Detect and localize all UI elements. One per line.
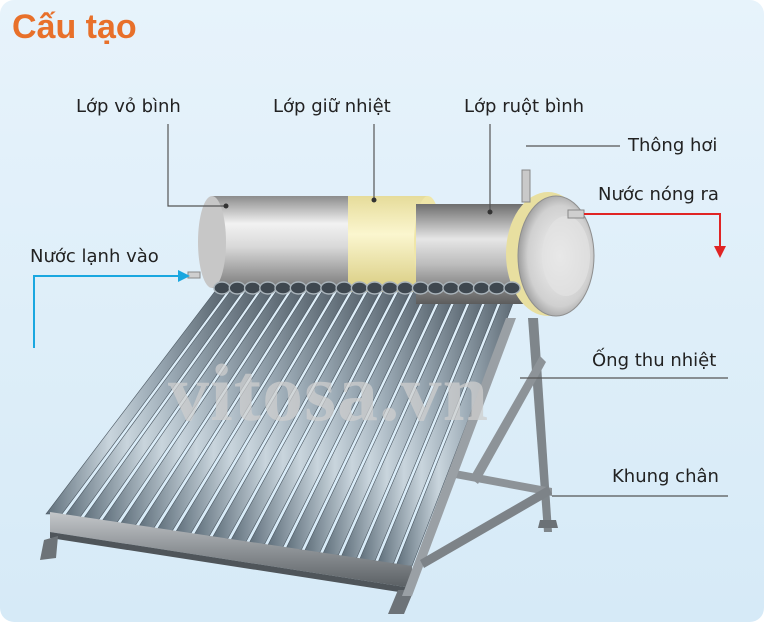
label-hot-water-out: Nước nóng ra: [598, 184, 719, 205]
frame-front: [402, 318, 552, 596]
tube-socket: [335, 281, 353, 295]
cold-water-arrow: [33, 270, 190, 348]
label-frame: Khung chân: [612, 466, 719, 487]
tube-socket: [289, 281, 308, 295]
hot-water-arrow: [584, 213, 726, 258]
leader-dots: [223, 197, 493, 215]
tube-socket: [304, 281, 323, 295]
label-cold-water-in: Nước lạnh vào: [30, 246, 159, 267]
leader-lines: [167, 124, 728, 497]
tube-socket: [381, 281, 399, 295]
tube-socket: [274, 281, 292, 295]
page-title: Cấu tạo: [12, 8, 137, 46]
tube-socket: [472, 281, 491, 295]
tube-socket: [396, 281, 414, 295]
tube-socket: [457, 281, 475, 295]
tube-socket: [426, 281, 445, 295]
tube-socket: [259, 281, 277, 295]
frame-back: [455, 318, 558, 532]
watermark: vitosa.vn: [168, 347, 490, 438]
storage-tank: [187, 169, 595, 317]
tube-socket: [365, 281, 384, 295]
tube-socket: [320, 281, 338, 295]
tube-socket: [488, 281, 506, 295]
tube-socket: [243, 281, 262, 295]
label-insulation: Lớp giữ nhiệt: [273, 96, 391, 117]
label-collector-tube: Ống thu nhiệt: [592, 350, 717, 371]
label-inner-tank: Lớp ruột bình: [464, 96, 585, 117]
tube-sockets: [213, 281, 521, 295]
tube-socket: [442, 281, 460, 295]
tube-socket: [350, 281, 369, 295]
tube-socket: [411, 281, 430, 295]
label-outer-shell: Lớp vỏ bình: [76, 96, 181, 117]
tube-socket: [503, 281, 521, 295]
collector-tubes: [45, 289, 519, 567]
tube-socket: [213, 281, 231, 295]
label-vent: Thông hơi: [628, 135, 718, 156]
tube-socket: [228, 281, 246, 295]
